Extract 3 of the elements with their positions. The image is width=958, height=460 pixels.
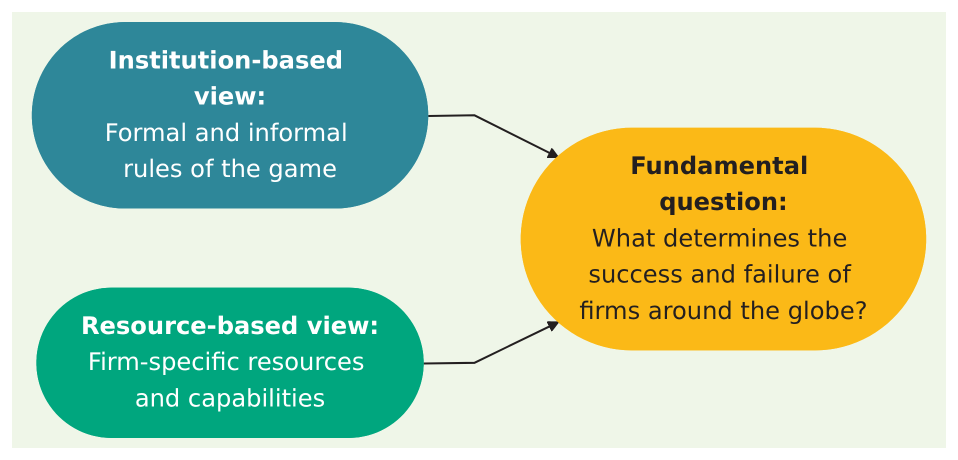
arrow bbox=[428, 114, 560, 158]
panel-background: Institution-based view: Formal and informal rules of the game Resource-based view: Firm-specific resources and capabilities Fundamental question: What determines the success and failure of firms around the globe? bbox=[12, 12, 946, 448]
arrow bbox=[424, 321, 560, 364]
